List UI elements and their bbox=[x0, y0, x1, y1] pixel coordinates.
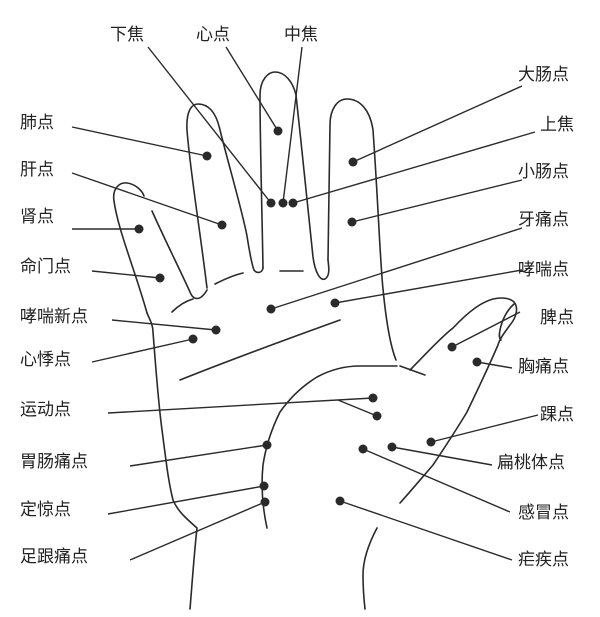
palm-crease-2 bbox=[214, 272, 244, 285]
label-zhongjiao: 中焦 bbox=[284, 25, 318, 45]
acupoint-dot-pi bbox=[447, 342, 457, 352]
label-dachang: 大肠点 bbox=[518, 65, 569, 85]
leader-line-dingjing bbox=[107, 485, 265, 515]
label-zugentong: 足跟痛点 bbox=[20, 547, 88, 567]
label-yatong: 牙痛点 bbox=[518, 210, 569, 230]
little-finger-outline bbox=[112, 182, 208, 314]
leader-line-nueji bbox=[339, 500, 513, 561]
label-weichangtong: 胃肠痛点 bbox=[20, 452, 88, 472]
acupoint-dot-shen bbox=[134, 224, 144, 234]
acupoint-dot-zhongjiao bbox=[278, 198, 288, 208]
acupoint-dot-shangjiao bbox=[288, 198, 298, 208]
leader-line-xiaochang bbox=[351, 179, 523, 223]
leader-line-yundong bbox=[107, 397, 374, 414]
leader-line-xindian bbox=[225, 46, 279, 132]
acupoint-dot-fei bbox=[202, 151, 212, 161]
label-mingmen: 命门点 bbox=[20, 257, 71, 277]
acupoint-dot-huai bbox=[426, 437, 436, 447]
leader-line-xiongtong bbox=[476, 361, 513, 369]
leader-line-biantaoti bbox=[391, 446, 493, 466]
leader-lines bbox=[71, 46, 539, 561]
acupoint-dots bbox=[134, 126, 482, 507]
acupoint-dot-xiaochuan bbox=[330, 298, 340, 308]
leader-line-yundong bbox=[337, 399, 378, 417]
leader-line-xiaochuanxin bbox=[111, 319, 217, 331]
leader-line-yatong bbox=[270, 227, 523, 310]
acupoint-dot-biantaoti bbox=[387, 442, 397, 452]
leader-line-ganmao bbox=[362, 448, 511, 513]
acupoint-dot-yundong bbox=[368, 393, 378, 403]
index-finger-outline bbox=[186, 103, 264, 289]
leader-line-huai bbox=[430, 414, 539, 443]
hand-outline bbox=[112, 71, 518, 610]
label-xiaochuanxin: 哮喘新点 bbox=[20, 307, 88, 327]
acupoint-dot-yundong bbox=[372, 411, 382, 421]
label-xiajiao: 下焦 bbox=[110, 25, 144, 45]
thenar-curve bbox=[261, 365, 398, 529]
acupoint-dot-dingjing bbox=[259, 481, 269, 491]
acupoint-dot-xiaochang bbox=[347, 217, 357, 227]
label-xinji: 心悸点 bbox=[20, 350, 71, 370]
palm-crease-1 bbox=[171, 298, 194, 313]
palm-crease-4 bbox=[179, 319, 341, 381]
label-ganmao: 感冒点 bbox=[518, 503, 569, 523]
label-dingjing: 定惊点 bbox=[20, 500, 71, 520]
ring-finger-outline bbox=[327, 98, 397, 361]
hand-left-edge bbox=[146, 312, 198, 610]
leader-line-dachang bbox=[352, 85, 523, 163]
leader-line-pi bbox=[451, 311, 521, 348]
leader-line-xiaochuan bbox=[334, 269, 523, 304]
acupoint-dot-gan bbox=[217, 220, 227, 230]
leader-line-fei bbox=[71, 126, 208, 157]
thumb-outline bbox=[362, 297, 518, 610]
label-shen: 肾点 bbox=[20, 207, 54, 227]
leader-line-gan bbox=[71, 172, 223, 226]
label-huai: 踝点 bbox=[540, 405, 574, 425]
label-biantaoti: 扁桃体点 bbox=[497, 453, 565, 473]
leader-line-xinji bbox=[91, 338, 194, 363]
acupoint-dot-xinji bbox=[188, 334, 198, 344]
label-gan: 肝点 bbox=[20, 160, 54, 180]
acupoint-dot-xiaochuanxin bbox=[211, 325, 221, 335]
acupoint-dot-xindian bbox=[273, 126, 283, 136]
label-xiaochang: 小肠点 bbox=[518, 162, 569, 182]
acupoint-dot-dachang bbox=[348, 157, 358, 167]
leader-line-xiajiao bbox=[147, 46, 272, 204]
label-xindian: 心点 bbox=[196, 25, 230, 45]
label-xiongtong: 胸痛点 bbox=[518, 357, 569, 377]
middle-finger-outline bbox=[259, 71, 330, 281]
acupoint-dot-xiajiao bbox=[266, 198, 276, 208]
acupoint-dot-ganmao bbox=[358, 444, 368, 454]
leader-line-mingmen bbox=[91, 270, 161, 279]
leader-line-weichangtong bbox=[129, 444, 268, 467]
label-pi: 脾点 bbox=[540, 308, 574, 328]
acupoint-dot-xiongtong bbox=[472, 357, 482, 367]
label-yundong: 运动点 bbox=[20, 400, 71, 420]
label-fei: 肺点 bbox=[20, 113, 54, 133]
acupoint-dot-nueji bbox=[335, 496, 345, 506]
acupoint-dot-zugentong bbox=[260, 497, 270, 507]
thenar-crease bbox=[399, 365, 426, 376]
acupoint-dot-yatong bbox=[266, 304, 276, 314]
thumb-nail-line bbox=[498, 303, 515, 341]
leader-line-shangjiao bbox=[292, 131, 536, 204]
label-shangjiao: 上焦 bbox=[540, 115, 574, 135]
label-nueji: 疟疾点 bbox=[518, 550, 569, 570]
acupoint-dot-weichangtong bbox=[262, 440, 272, 450]
leader-line-zhongjiao bbox=[282, 46, 303, 204]
label-xiaochuan: 哮喘点 bbox=[518, 260, 569, 280]
leader-line-zugentong bbox=[129, 501, 266, 561]
acupoint-dot-mingmen bbox=[155, 273, 165, 283]
